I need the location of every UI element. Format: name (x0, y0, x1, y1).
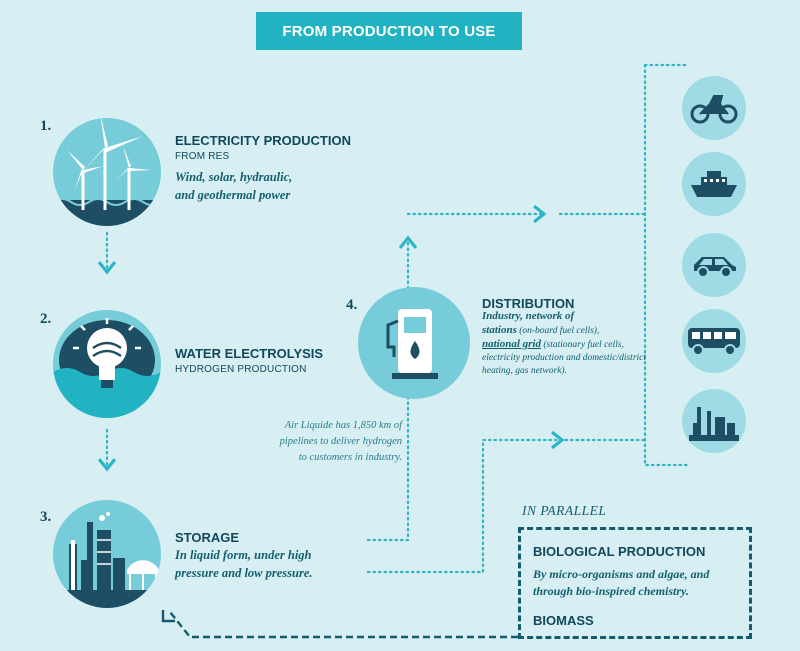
distribution-text: (on-board fuel cells), (516, 326, 600, 336)
step-number: 1. (40, 118, 52, 134)
use-ship-circle (682, 152, 746, 216)
arrow-storage-to-distribution (366, 235, 418, 542)
step-description-line: pressure and low pressure. (175, 566, 313, 580)
pipeline-note-line: pipelines to deliver hydrogen (279, 436, 402, 447)
ship-icon (691, 171, 737, 197)
biological-production-line: By micro-organisms and algae, and (533, 567, 710, 581)
step-heading: DISTRIBUTION (482, 296, 575, 311)
step-description-line: In liquid form, under high (175, 548, 312, 562)
step-subheading: HYDROGEN PRODUCTION (175, 364, 307, 375)
distribution-lead: stations (482, 324, 517, 336)
pipeline-note-line: to customers in industry. (298, 452, 402, 463)
fuel-pump-icon (386, 309, 438, 379)
in-parallel-box (518, 527, 752, 639)
step-number: 4. (346, 297, 358, 313)
biological-production-line: through bio-inspired chemistry. (533, 584, 689, 598)
factory-icon (689, 407, 739, 441)
distribution-lead: Industry, network of (482, 310, 575, 322)
biological-production-heading: BIOLOGICAL PRODUCTION (533, 544, 706, 559)
in-parallel-label: IN PARALLEL (522, 503, 607, 518)
wind-turbine-icon (53, 118, 161, 226)
step-description-line: Wind, solar, hydraulic, (175, 170, 293, 184)
motorcycle-icon (690, 95, 738, 124)
distribution-text: (stationary fuel cells, electricity prod… (482, 340, 647, 376)
arrow-biomass-to-storage (169, 611, 518, 639)
biomass-heading: BIOMASS (533, 613, 594, 628)
bus-icon (688, 328, 740, 356)
use-bus-circle (682, 309, 746, 373)
page-title: FROM PRODUCTION TO USE (256, 12, 522, 50)
step-heading: STORAGE (175, 530, 240, 545)
storage-plant-icon (53, 512, 161, 608)
pipeline-note-line: Air Liquide has 1,850 km of (284, 420, 402, 431)
step-subheading: FROM RES (175, 151, 230, 162)
use-motorcycle-circle (682, 76, 746, 140)
step-description-line: and geothermal power (175, 188, 291, 202)
step-number: 2. (40, 311, 52, 327)
pipeline-note: Air Liquide has 1,850 km of pipelines to… (228, 418, 402, 466)
step-heading: ELECTRICITY PRODUCTION (175, 133, 351, 148)
water-electrolysis-circle (53, 310, 161, 418)
electricity-production-circle (53, 118, 161, 226)
lightbulb-icon (53, 318, 161, 418)
distribution-description: Industry, network of stations (on-board … (482, 310, 662, 378)
arrow-storage-to-industry (366, 430, 565, 574)
car-icon (694, 257, 736, 278)
use-factory-circle (682, 389, 746, 453)
distribution-lead: national grid (482, 338, 541, 350)
distribution-circle (358, 287, 470, 399)
step-number: 3. (40, 509, 52, 525)
use-car-circle (682, 233, 746, 297)
storage-circle (53, 500, 161, 608)
line-uses-bus (643, 63, 690, 467)
step-heading: WATER ELECTROLYSIS (175, 346, 324, 361)
